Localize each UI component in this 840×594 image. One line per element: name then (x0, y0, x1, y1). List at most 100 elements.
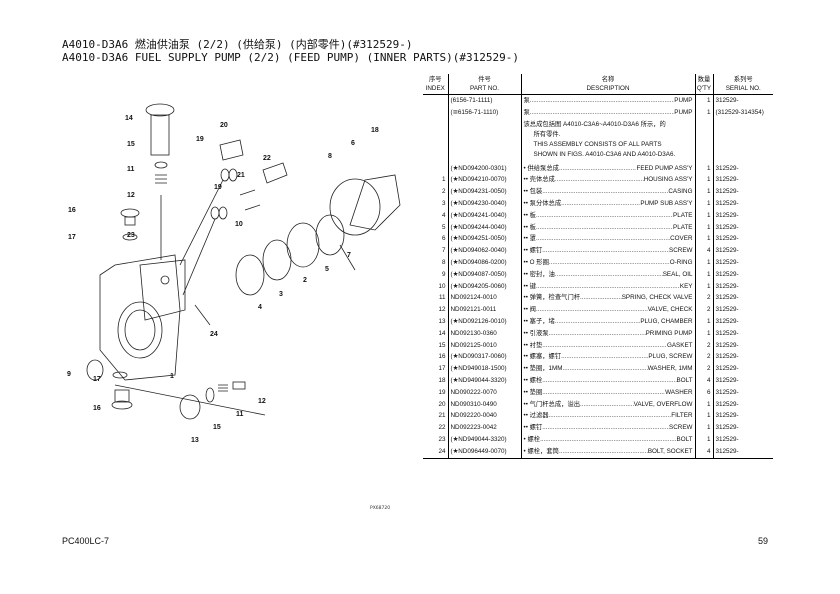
row-qty: 1 (694, 422, 713, 434)
row-index: 14 (438, 329, 446, 337)
row-qty: 1 (694, 106, 713, 119)
table-row: (6156-71-1111) 泵PUMP 1 312529- (423, 94, 773, 107)
header-desc-en: DESCRIPTION (586, 85, 630, 92)
row-description: •• 密封，油SEAL, OIL (520, 268, 696, 281)
row-serial: 312529- (712, 174, 773, 187)
row-description: •• 塞子，堵 PLUG, CHAMBER (520, 315, 696, 328)
page-title-cn: A4010-D3A6 燃油供油泵 (2/2) (供给泵) (内部零件)(#312… (62, 38, 413, 51)
assembly-note-row: 该总成包括图 A4010-C3A6~A4010-D3A6 所示，的 所有零件. … (423, 118, 773, 163)
row-desc-cn: •• 气门杆总成，溢出 (523, 400, 581, 408)
row-serial: 312529- (712, 256, 773, 269)
row-desc-en: FILTER (671, 412, 693, 420)
row-serial: 312529- (712, 433, 773, 446)
callout-20: 20 (220, 122, 228, 129)
row-index (423, 107, 448, 119)
callout-18: 18 (371, 127, 379, 134)
row-serial: 312529- (712, 386, 773, 399)
row-part-number: (★ND949044-3320) (447, 374, 521, 387)
table-row: 10 (★ND094205-0060) •• 键KEY 1 312529- (423, 280, 773, 293)
row-description: •• 引液泵PRIMING PUMP (520, 327, 696, 340)
row-part-number: (★ND090317-0060) (447, 351, 521, 364)
exploded-parts-diagram: 14 15 11 12 16 17 23 20 19 19 21 22 10 8… (55, 95, 415, 525)
callout-3: 3 (279, 291, 283, 298)
row-description: •• 板PLATE (520, 209, 696, 222)
row-qty: 1 (694, 315, 713, 328)
row-serial: 312529- (712, 327, 773, 340)
row-qty: 1 (694, 398, 713, 411)
table-row: 17 (★ND949018-1500) •• 垫圈，1MMWASHER, 1MM… (423, 363, 773, 375)
row-index: 21 (438, 412, 446, 420)
row-part-number: ND092223-0042 (447, 422, 521, 434)
callout-24: 24 (210, 331, 218, 338)
table-row: 7 (★ND094062-0040) •• 螺钉SCREW 4 312529- (423, 245, 773, 257)
callout-12: 12 (127, 192, 135, 199)
row-desc-cn: 泵 (523, 108, 530, 116)
table-row: 19 ND090222-0070 •• 垫圈WASHER 6 312529- (423, 386, 773, 399)
row-part-number: (6156-71-1111) (447, 94, 521, 107)
header-qty-en: Q'TY (696, 85, 712, 92)
row-part-number: (★ND092126-0010) (447, 315, 521, 328)
callout-6: 6 (351, 140, 355, 147)
row-desc-en: PLUG, CHAMBER (640, 317, 693, 325)
note-cn-2: 所有零件. (533, 130, 561, 138)
row-qty: 2 (694, 292, 713, 305)
row-part-number: (★ND094210-0070) (447, 174, 521, 187)
row-desc-en: SEAL, OIL (662, 270, 693, 278)
row-qty: 1 (694, 410, 713, 423)
row-desc-cn: •• 螺塞，螺钉 (523, 353, 562, 361)
row-part-number: ND092125-0010 (447, 339, 521, 352)
row-index: 17 (438, 365, 446, 373)
row-part-number: ND092220-0040 (447, 410, 521, 423)
row-serial: 312529- (712, 197, 773, 210)
row-qty: 1 (694, 280, 713, 293)
row-desc-en: PLUG, SCREW (648, 353, 693, 361)
row-index: 23 (438, 435, 446, 443)
row-desc-en: PUMP (674, 97, 693, 104)
callout-23: 23 (127, 232, 135, 239)
row-part-number: (★ND094205-0060) (447, 280, 521, 293)
row-qty: 2 (694, 304, 713, 316)
header-index-cn: 序号 (428, 76, 442, 83)
row-part-number: (★ND094244-0040) (447, 221, 521, 234)
row-desc-cn: •• 弹簧，检查气门杆 (523, 294, 581, 302)
row-desc-cn: •• 罩 (523, 235, 536, 243)
table-row: 6 (★ND094251-0050) •• 罩COVER 1 312529- (423, 233, 773, 246)
dot-leader (580, 399, 634, 411)
row-desc-cn: •• 螺钉 (523, 424, 543, 432)
row-part-number: (★ND949044-3320) (447, 433, 521, 446)
row-qty: 1 (694, 162, 713, 175)
dot-leader (530, 95, 675, 107)
callout-9: 9 (67, 371, 71, 378)
row-part-number: ND092130-0360 (447, 327, 521, 340)
table-row: 18 (★ND949044-3320) •• 螺栓BOLT 4 312529- (423, 374, 773, 387)
row-serial: 312529- (712, 186, 773, 198)
row-index: 2 (441, 188, 446, 196)
row-description: •• 螺塞，螺钉 PLUG, SCREW (520, 351, 696, 364)
row-index: 5 (441, 223, 446, 231)
row-desc-cn: • 供给泵总成 (523, 164, 559, 172)
callout-10: 10 (235, 221, 243, 228)
row-desc-cn: 泵 (523, 97, 530, 104)
row-serial: 312529- (712, 339, 773, 352)
row-desc-cn: •• 塞子，堵 (523, 317, 555, 325)
row-description: •• 包装CASING (520, 186, 696, 198)
pump-illustration (86, 103, 401, 420)
dot-leader (555, 174, 644, 186)
row-desc-en: GASKET (666, 341, 693, 349)
row-serial: 312529- (712, 94, 773, 107)
table-row: 1 (★ND094210-0070) •• 壳体总成HOUSING ASS'Y … (423, 174, 773, 187)
row-part-number: ND092124-0010 (447, 292, 521, 305)
dot-leader (549, 410, 672, 422)
callout-15: 15 (127, 141, 135, 148)
row-serial: 312529- (712, 445, 773, 459)
row-desc-cn: •• 阀 (523, 306, 536, 314)
header-index-en: INDEX (425, 85, 445, 92)
row-description: •• 螺钉 SCREW (520, 422, 696, 434)
row-index: 18 (438, 376, 446, 384)
row-desc-en: SCREW (669, 424, 693, 432)
row-index: 10 (438, 282, 446, 290)
callout-13: 13 (191, 437, 199, 444)
